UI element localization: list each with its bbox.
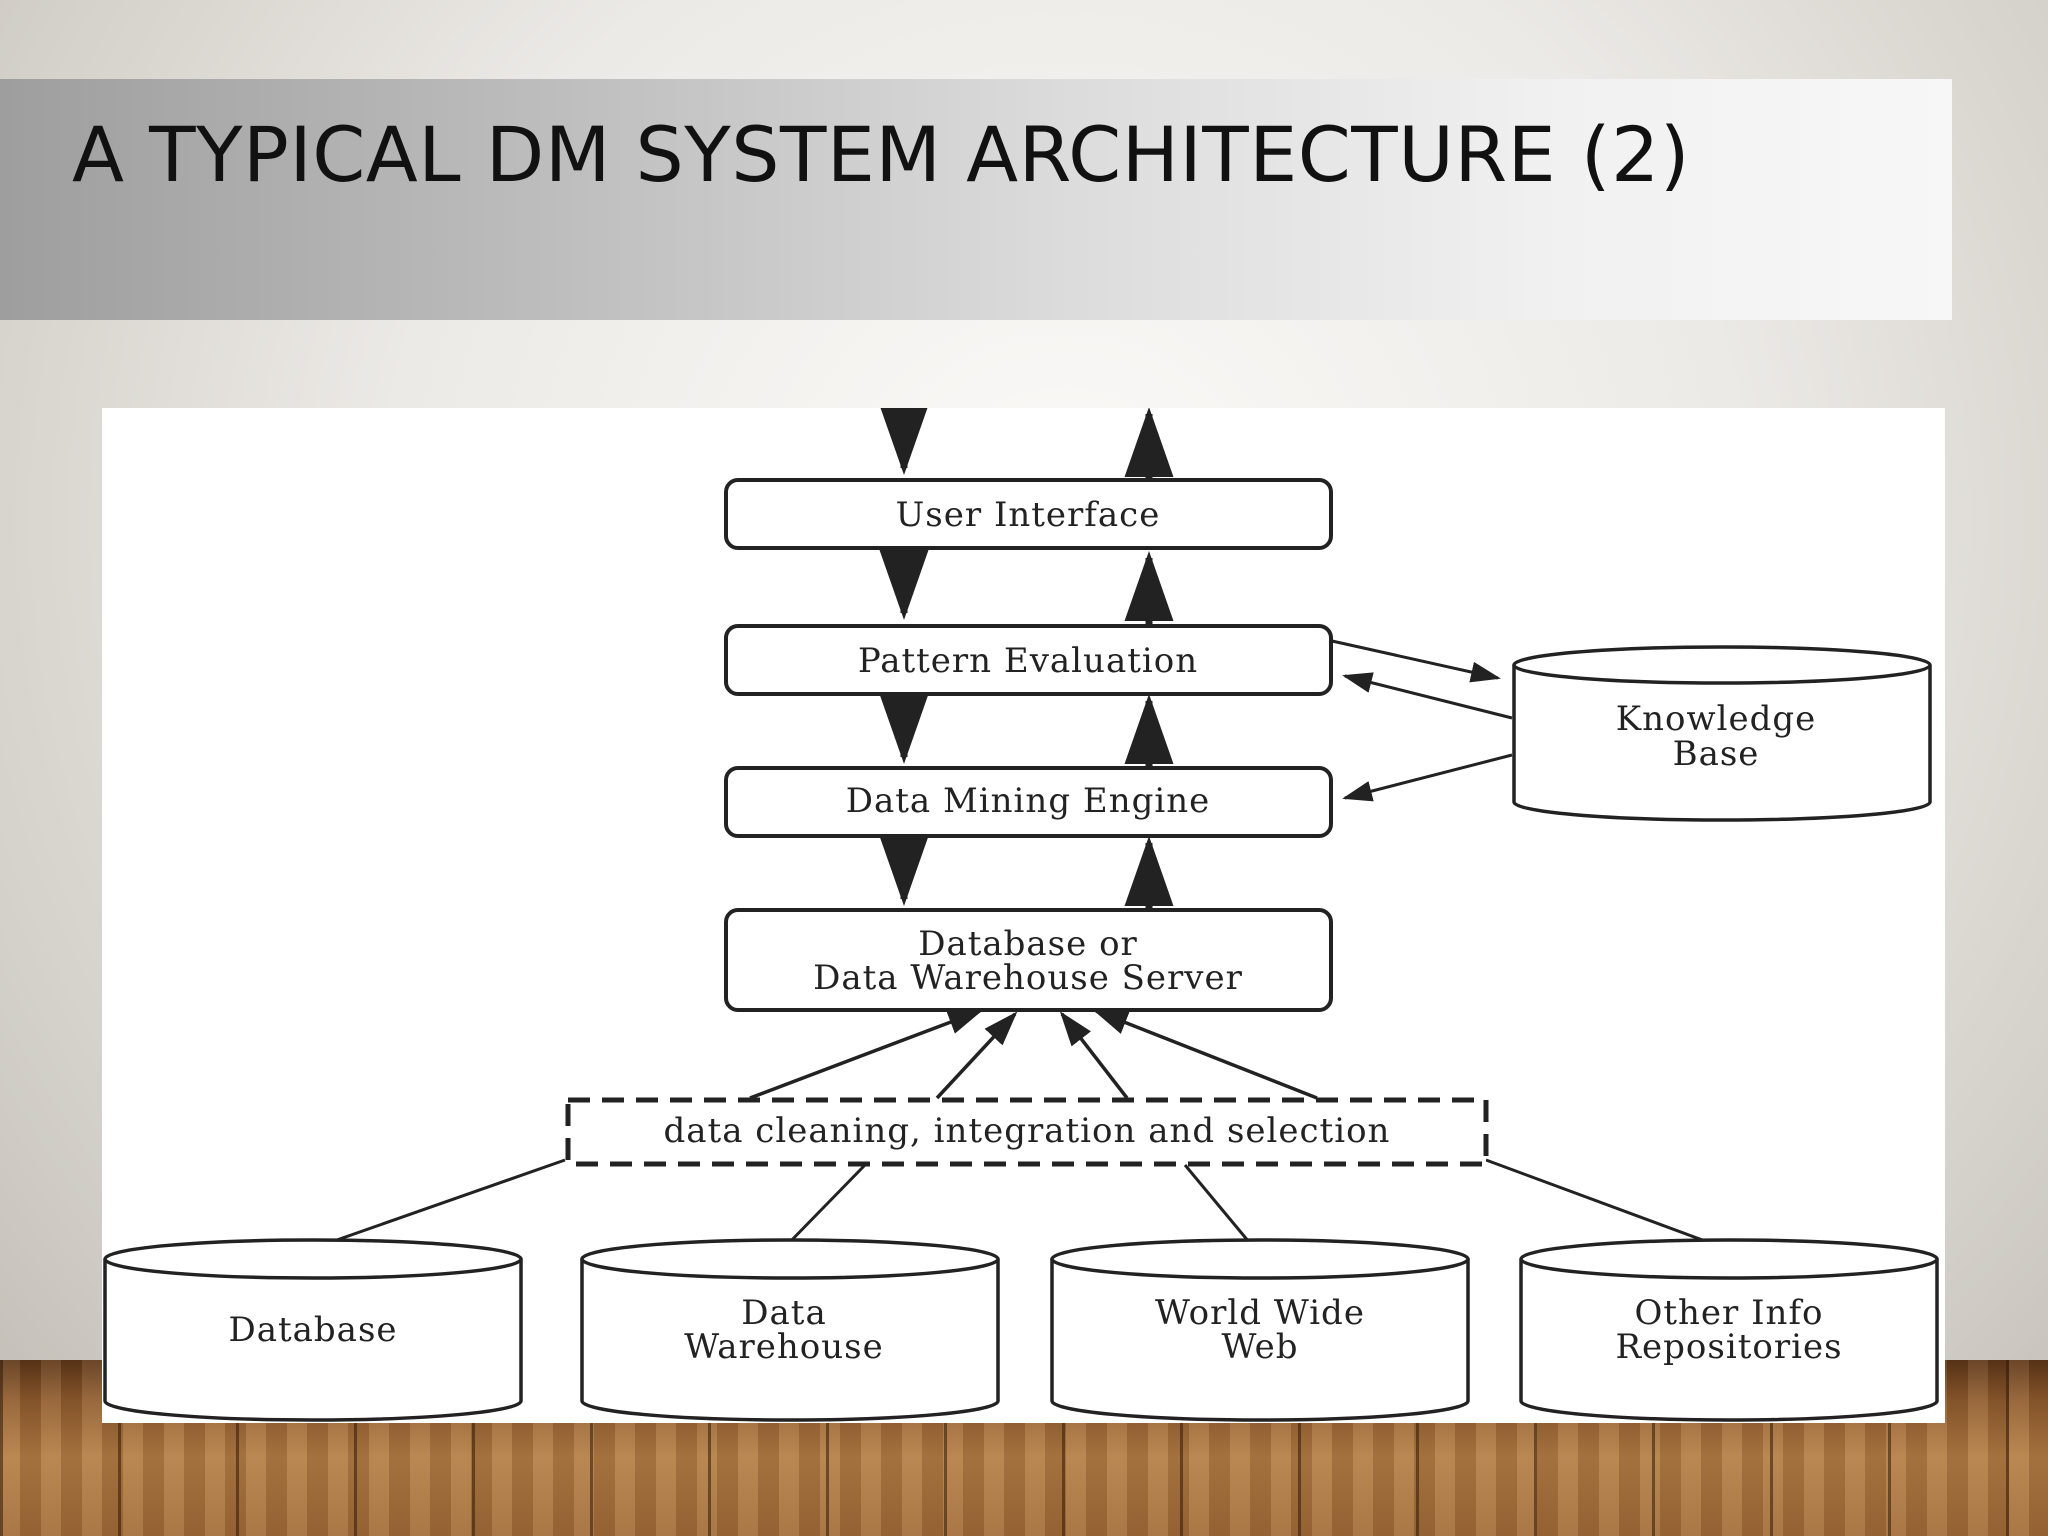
database-server-box: Database or Data Warehouse Server xyxy=(724,908,1333,1012)
knowledge-base-cylinder: Knowledge Base xyxy=(1512,645,1932,822)
arrow-clean-to-server-3 xyxy=(1059,1011,1129,1100)
user-interface-box: User Interface xyxy=(724,478,1333,550)
cleaning-to-server-arrows xyxy=(749,1009,1318,1100)
arrow-kb-to-pattern xyxy=(1342,672,1513,720)
title-band xyxy=(0,79,1952,320)
architecture-diagram: User Interface Pattern Evaluation Data M… xyxy=(102,408,1945,1423)
pattern-evaluation-box: Pattern Evaluation xyxy=(724,624,1333,696)
source-other-info-cylinder: Other Info Repositories xyxy=(1519,1238,1939,1422)
knowledge-base-label-line1: Knowledge xyxy=(1616,699,1817,739)
database-server-label-line1: Database or xyxy=(918,924,1138,964)
arrow-kb-to-engine xyxy=(1342,753,1513,802)
source-world-wide-web-label-line2: Web xyxy=(1221,1327,1298,1367)
source-world-wide-web-label-line1: World Wide xyxy=(1155,1293,1365,1333)
arrow-clean-to-server-4 xyxy=(1092,1009,1318,1100)
pattern-evaluation-label: Pattern Evaluation xyxy=(858,641,1198,681)
source-connectors xyxy=(313,1158,1725,1250)
flow-arrows xyxy=(879,408,1174,909)
slide-title: A TYPICAL DM SYSTEM ARCHITECTURE (2) xyxy=(72,110,1690,199)
data-cleaning-label: data cleaning, integration and selection xyxy=(664,1111,1391,1151)
data-mining-engine-label: Data Mining Engine xyxy=(846,781,1211,821)
knowledge-base-arrows xyxy=(1331,639,1513,802)
data-mining-engine-box: Data Mining Engine xyxy=(724,766,1333,838)
source-database-label-line1: Database xyxy=(228,1310,397,1350)
line-web-to-cleaning xyxy=(1183,1164,1256,1249)
database-server-label-line2: Data Warehouse Server xyxy=(813,958,1243,998)
knowledge-base-label-line2: Base xyxy=(1673,734,1760,774)
source-other-info-label-line2: Repositories xyxy=(1615,1327,1842,1367)
source-data-warehouse-cylinder: Data Warehouse xyxy=(580,1238,1000,1422)
arrow-clean-to-server-1 xyxy=(749,1009,984,1100)
arrow-pattern-to-kb xyxy=(1331,639,1501,683)
arrow-clean-to-server-2 xyxy=(935,1011,1018,1100)
source-database-cylinder: Database xyxy=(103,1238,523,1422)
source-data-warehouse-label-line2: Warehouse xyxy=(684,1327,883,1367)
source-data-warehouse-label-line1: Data xyxy=(741,1293,826,1333)
user-interface-label: User Interface xyxy=(896,495,1161,535)
line-warehouse-to-cleaning xyxy=(782,1163,867,1250)
line-database-to-cleaning xyxy=(313,1158,566,1250)
source-other-info-label-line1: Other Info xyxy=(1635,1293,1824,1333)
line-other-to-cleaning xyxy=(1485,1158,1725,1250)
source-world-wide-web-cylinder: World Wide Web xyxy=(1050,1238,1470,1422)
data-cleaning-box: data cleaning, integration and selection xyxy=(565,1097,1489,1167)
